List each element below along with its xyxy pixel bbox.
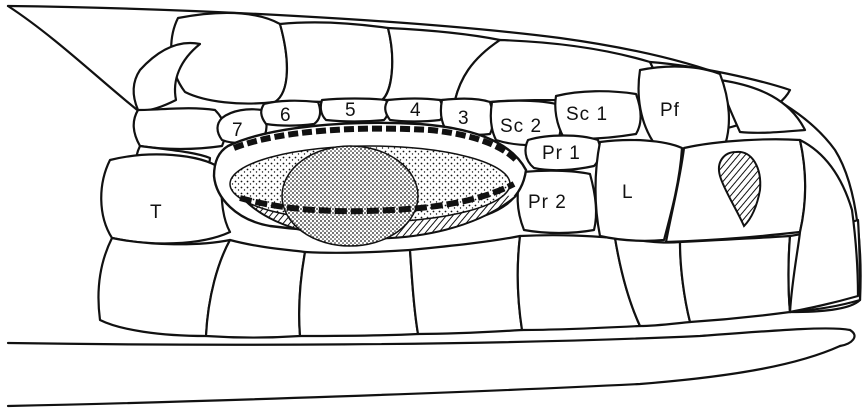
lower-scale-7 — [680, 236, 790, 322]
lower-scale-4 — [410, 236, 522, 334]
dorsal-scale-1 — [171, 13, 287, 104]
lower-scale-3 — [299, 250, 418, 336]
label-supraocular-5: 5 — [345, 100, 357, 121]
prefrontal-scale — [639, 67, 729, 151]
eye-pupil — [282, 146, 418, 246]
label-supraocular-6: 6 — [280, 105, 292, 126]
label-preocular-2: Pr 2 — [528, 192, 567, 213]
label-supraocular-3: 3 — [458, 108, 470, 129]
label-temporal: T — [150, 202, 163, 223]
label-supraciliary-2: Sc 2 — [500, 116, 542, 137]
label-supraocular-4: 4 — [410, 100, 422, 121]
jaw-line-lower — [8, 346, 840, 406]
label-supraocular-7: 7 — [232, 120, 244, 141]
label-preocular-1: Pr 1 — [542, 143, 581, 164]
label-prefrontal: Pf — [660, 100, 680, 121]
temporal-scale — [101, 154, 230, 243]
dorsal-scale-2 — [275, 22, 392, 102]
neck-line — [8, 6, 150, 120]
label-supraciliary-1: Sc 1 — [566, 104, 608, 125]
nuchal-scale-2 — [134, 108, 225, 149]
label-loreal: L — [622, 182, 634, 203]
